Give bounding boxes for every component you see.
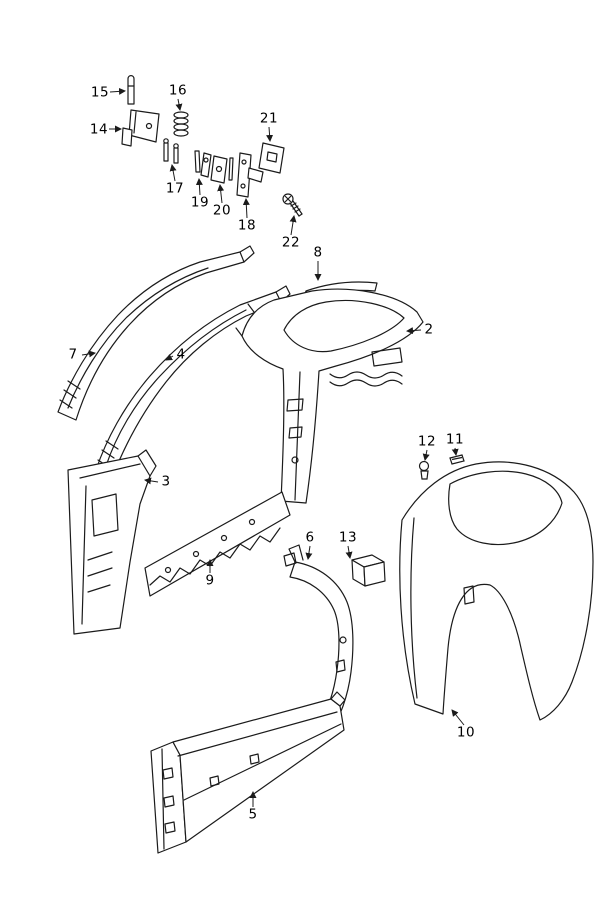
part-callout-10: 10 [456,724,476,741]
part-clip-11 [449,454,465,465]
part-cowl-panel-3 [67,449,157,635]
part-callout-2: 2 [424,321,434,338]
part-callout-8: 8 [313,244,323,261]
part-callout-11: 11 [445,431,465,448]
part-bracket-14 [121,109,160,147]
part-callout-3: 3 [161,473,171,490]
part-callout-4: 4 [176,346,186,363]
leader-2 [406,327,422,335]
leader-12 [422,449,430,461]
part-inner-sill-9 [144,491,291,597]
part-callout-12: 12 [417,433,437,450]
leader-18 [242,198,250,219]
part-callout-21: 21 [259,110,279,127]
leader-13 [345,545,353,559]
part-plate-21 [258,142,285,174]
part-quarter-panel-10 [399,461,594,721]
part-callout-18: 18 [237,217,257,234]
leader-22 [289,215,297,236]
part-callout-5: 5 [248,806,258,823]
leader-11 [451,447,459,456]
part-callout-16: 16 [168,82,188,99]
part-bracket-20 [210,155,234,184]
leader-10 [451,709,465,726]
part-outer-sill-5 [150,691,346,854]
part-callout-9: 9 [205,572,215,589]
part-callout-19: 19 [190,194,210,211]
leader-lines [81,87,465,807]
leader-6 [305,545,313,560]
part-pins-17 [163,138,179,164]
part-callout-13: 13 [338,529,358,546]
part-bracket-18 [236,152,264,198]
leader-21 [266,126,274,142]
leader-16 [175,98,183,111]
leader-7 [81,350,96,358]
leader-3 [144,477,159,485]
part-callout-22: 22 [281,234,301,251]
part-link-19 [194,150,212,178]
part-callout-14: 14 [89,121,109,138]
part-callout-15: 15 [90,84,110,101]
part-bracket-13 [351,554,386,587]
leader-17 [169,164,177,182]
leader-20 [217,184,225,204]
part-callout-7: 7 [68,346,78,363]
part-spring-16 [173,111,189,137]
leader-19 [195,178,203,196]
part-clip-12 [418,460,430,480]
part-screw-22 [282,193,303,217]
part-side-frame-2 [235,288,424,504]
part-windshield-rail-7 [57,245,255,421]
part-callout-17: 17 [165,180,185,197]
leader-15 [109,87,126,95]
part-callout-6: 6 [305,529,315,546]
part-callout-20: 20 [212,202,232,219]
leader-4 [165,353,174,361]
part-pin-15 [127,75,135,105]
